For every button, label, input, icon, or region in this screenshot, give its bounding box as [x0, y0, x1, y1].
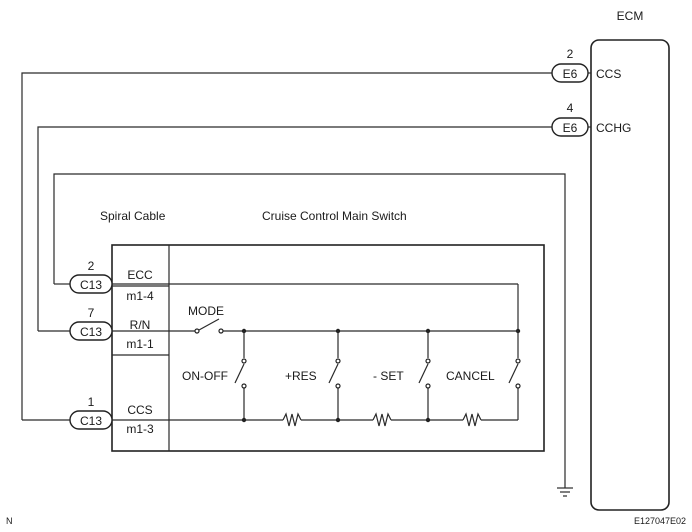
harness-pin-rn-number: 7: [88, 306, 95, 320]
figure-code: E127047E02: [634, 516, 686, 526]
footer-left-mark: N: [6, 516, 13, 526]
ecm-title: ECM: [617, 9, 644, 23]
main-switch-title: Cruise Control Main Switch: [262, 209, 407, 223]
wire-ecc-ground: [53, 173, 566, 488]
ecm-pin-ccs-number: 2: [567, 47, 574, 61]
pin-m1-3: m1-3: [126, 422, 154, 436]
ecm-pin-cchg-signal: CCHG: [596, 121, 631, 135]
ecm-connector-cchg-label: E6: [563, 121, 578, 135]
ecm-connector-cchg: [551, 117, 589, 137]
switch-res-label: +RES: [285, 369, 317, 383]
ecm-pin-ccs-signal: CCS: [596, 67, 621, 81]
wire-cchg-ecm: [37, 126, 552, 331]
ecm-box: [590, 39, 670, 511]
switch-on-off-label: ON-OFF: [182, 369, 228, 383]
harness-pin-ccs-number: 1: [88, 395, 95, 409]
pin-m1-4: m1-4: [126, 289, 154, 303]
spiral-cable-title: Spiral Cable: [100, 209, 166, 223]
ecm-connector-ccs: [551, 63, 589, 83]
terminal-ccs: CCS: [127, 403, 152, 417]
switch-assembly-box: [111, 244, 545, 452]
harness-pin-ecc-number: 2: [88, 259, 95, 273]
switch-set-label: - SET: [373, 369, 404, 383]
ecm-connector-ccs-label: E6: [563, 67, 578, 81]
switch-cancel-label: CANCEL: [446, 369, 495, 383]
harness-connector-ccs-label: C13: [80, 414, 102, 428]
switch-circuit: [112, 283, 521, 427]
terminal-rn: R/N: [130, 318, 151, 332]
harness-connector-rn-label: C13: [80, 325, 102, 339]
pin-m1-1: m1-1: [126, 337, 154, 351]
ecm-pin-cchg-number: 4: [567, 101, 574, 115]
ground-icon: [557, 487, 573, 497]
wire-ccs-ecm: [21, 72, 552, 420]
harness-connector-ecc-label: C13: [80, 278, 102, 292]
terminal-ecc: ECC: [127, 268, 153, 282]
switch-mode-label: MODE: [188, 304, 224, 318]
